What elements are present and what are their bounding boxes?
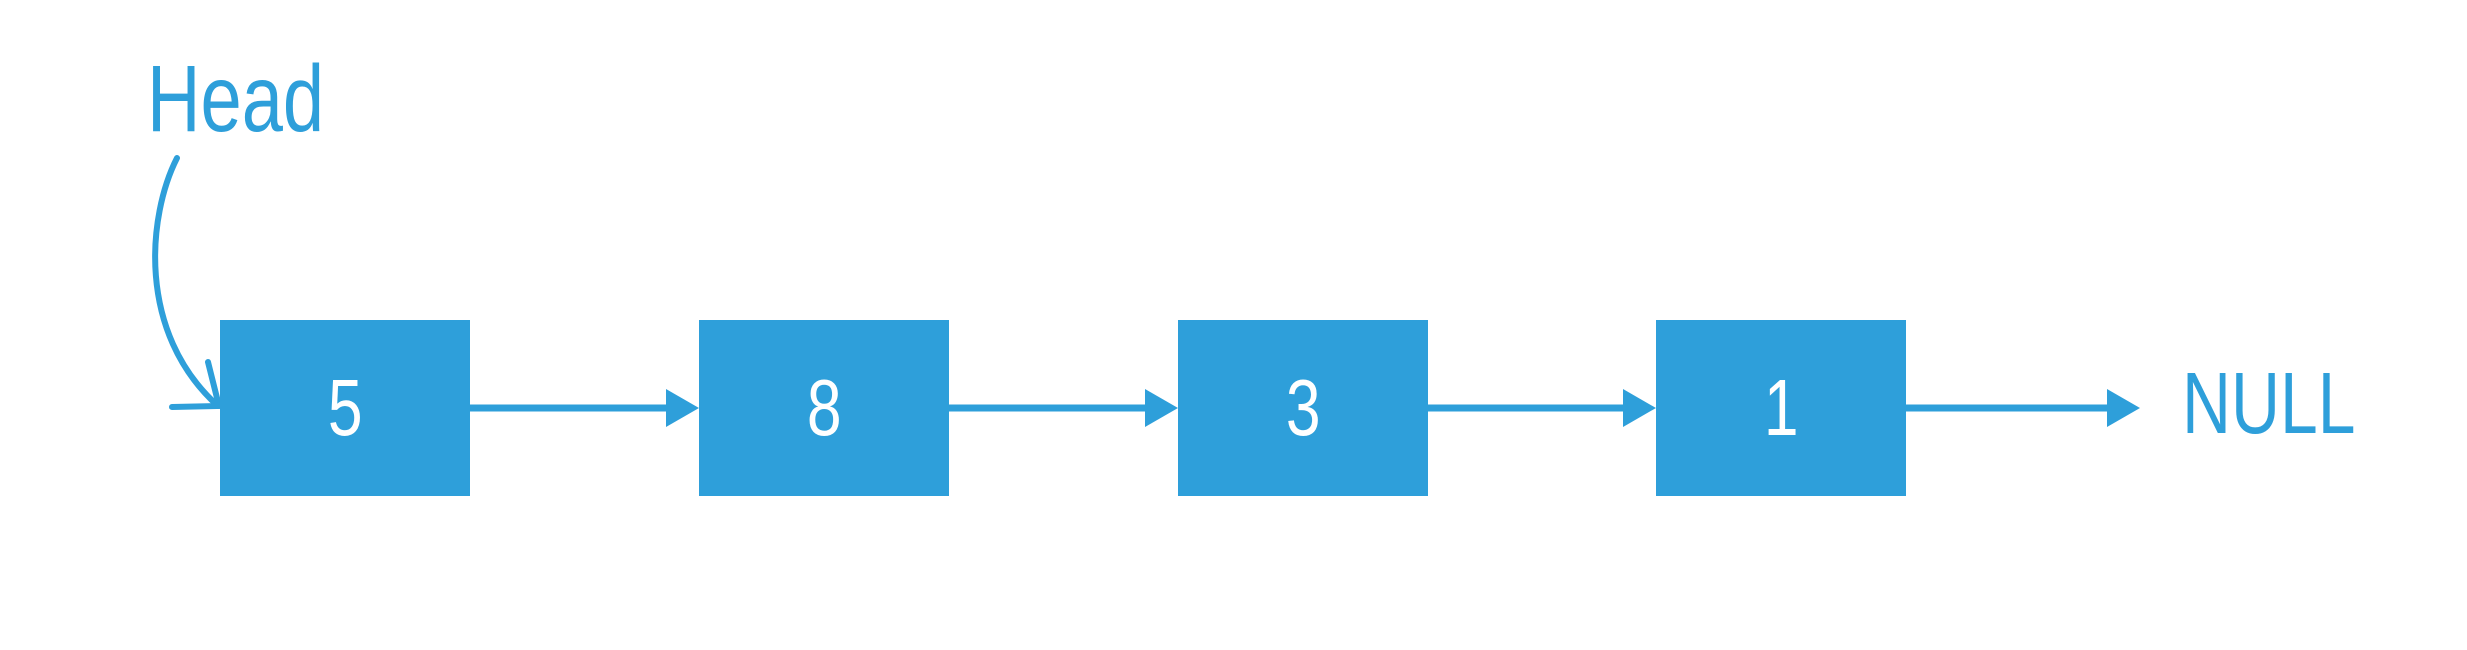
node-value: 5 (327, 363, 363, 452)
head-arrow (152, 155, 223, 410)
arrowhead-open-icon (169, 359, 223, 410)
node-box-3: 3 (1178, 320, 1428, 496)
node-value: 1 (1763, 363, 1799, 452)
node-box-2: 8 (699, 320, 949, 496)
null-label: NULL (2182, 355, 2356, 452)
right-arrow-icon (2107, 389, 2140, 427)
curved-arrow-icon (152, 155, 221, 409)
right-arrow-icon (1145, 389, 1178, 427)
node-box-1: 5 (220, 320, 470, 496)
node-value: 8 (806, 363, 842, 452)
link-arrow-3 (1428, 389, 1656, 427)
head-label: Head (147, 46, 325, 152)
right-arrow-icon (1623, 389, 1656, 427)
right-arrow-icon (666, 389, 699, 427)
link-arrow-2 (949, 389, 1178, 427)
null-arrow (1906, 389, 2140, 427)
link-arrow-1 (470, 389, 699, 427)
node-value: 3 (1285, 363, 1321, 452)
node-box-4: 1 (1656, 320, 1906, 496)
